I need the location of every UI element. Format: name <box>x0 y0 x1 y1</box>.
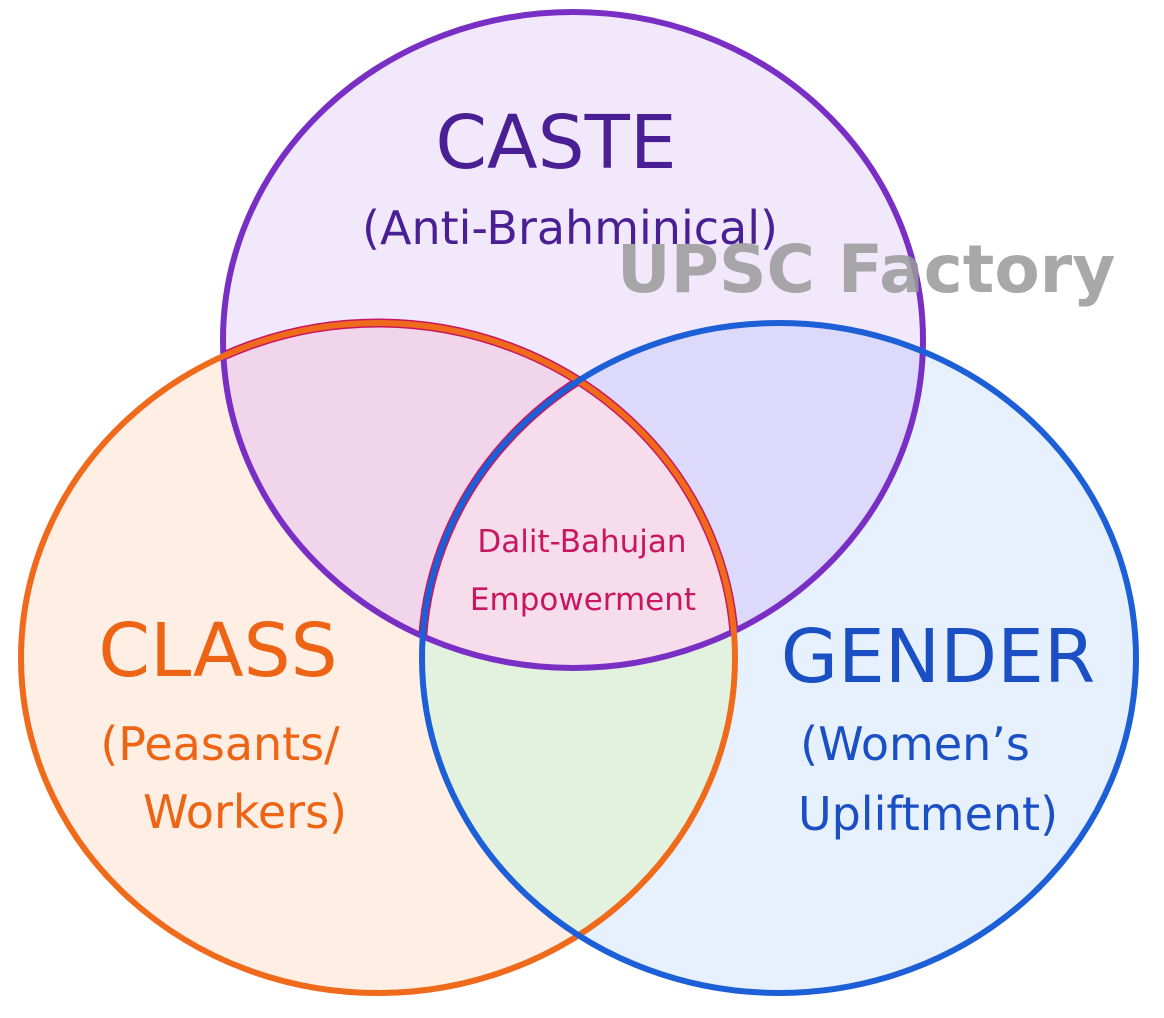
caste-subtitle: (Anti-Brahminical) <box>362 201 778 255</box>
gender-subtitle-line1: (Women’s <box>800 717 1030 771</box>
class-subtitle-line1: (Peasants/ <box>100 717 340 771</box>
watermark-text: UPSC Factory <box>617 231 1115 308</box>
class-title: CLASS <box>98 608 337 694</box>
gender-circle-outline <box>419 320 1139 996</box>
class-circle-outline <box>18 320 738 996</box>
caste-circle-outline <box>220 9 926 671</box>
gender-subtitle-line2: Upliftment) <box>798 787 1058 841</box>
gender-title: GENDER <box>781 614 1096 700</box>
caste-title: CASTE <box>435 100 676 186</box>
class-subtitle-line2: Workers) <box>143 785 347 839</box>
center-label-line1: Dalit-Bahujan <box>477 524 686 560</box>
center-overlap-fill <box>422 323 735 668</box>
center-label-line2: Empowerment <box>470 582 696 618</box>
